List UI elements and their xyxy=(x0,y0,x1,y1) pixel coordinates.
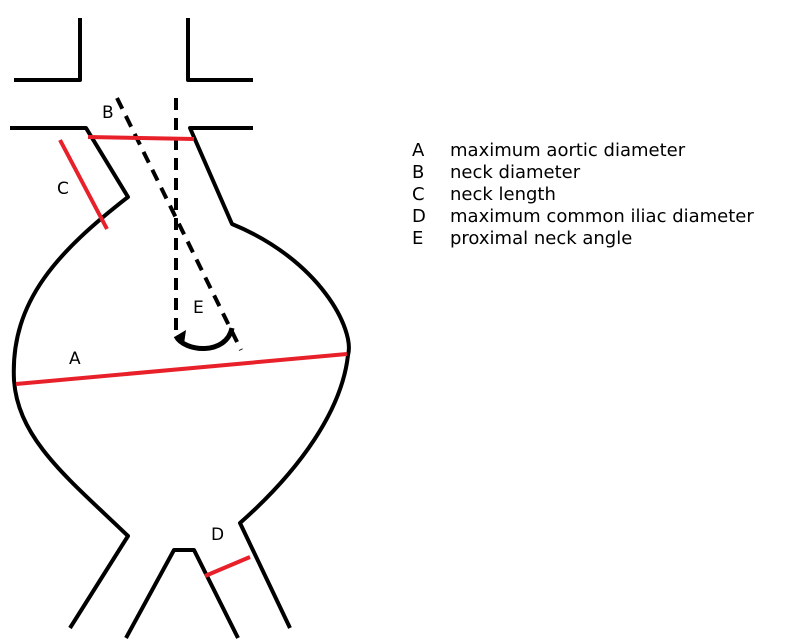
measure-line-a xyxy=(16,354,347,384)
legend-key: C xyxy=(412,184,450,206)
top-right-branch-wall xyxy=(188,18,253,80)
measure-line-b xyxy=(88,137,194,139)
legend-item-e: E proximal neck angle xyxy=(412,228,754,250)
label-a: A xyxy=(69,349,81,369)
legend-item-b: B neck diameter xyxy=(412,162,754,184)
label-e: E xyxy=(193,298,204,318)
legend-key: A xyxy=(412,140,450,162)
aorta-right-wall xyxy=(190,128,349,628)
label-c: C xyxy=(57,179,69,199)
legend-text: proximal neck angle xyxy=(450,228,632,250)
legend-key: E xyxy=(412,228,450,250)
legend-item-c: C neck length xyxy=(412,184,754,206)
legend-text: neck length xyxy=(450,184,556,206)
measurements xyxy=(16,137,347,576)
label-d: D xyxy=(211,525,224,545)
neck-axis-line xyxy=(117,98,241,350)
legend-item-d: D maximum common iliac diameter xyxy=(412,206,754,228)
iliac-crotch-wall xyxy=(126,550,238,638)
vessel-outline xyxy=(10,18,349,638)
legend: A maximum aortic diameter B neck diamete… xyxy=(412,140,754,250)
legend-text: maximum aortic diameter xyxy=(450,140,685,162)
legend-key: B xyxy=(412,162,450,184)
top-left-branch-wall xyxy=(14,18,80,80)
legend-text: maximum common iliac diameter xyxy=(450,206,754,228)
measure-line-d xyxy=(205,557,250,576)
legend-text: neck diameter xyxy=(450,162,580,184)
legend-item-a: A maximum aortic diameter xyxy=(412,140,754,162)
legend-key: D xyxy=(412,206,450,228)
label-b: B xyxy=(102,103,114,123)
neck-angle-axes xyxy=(117,98,241,350)
